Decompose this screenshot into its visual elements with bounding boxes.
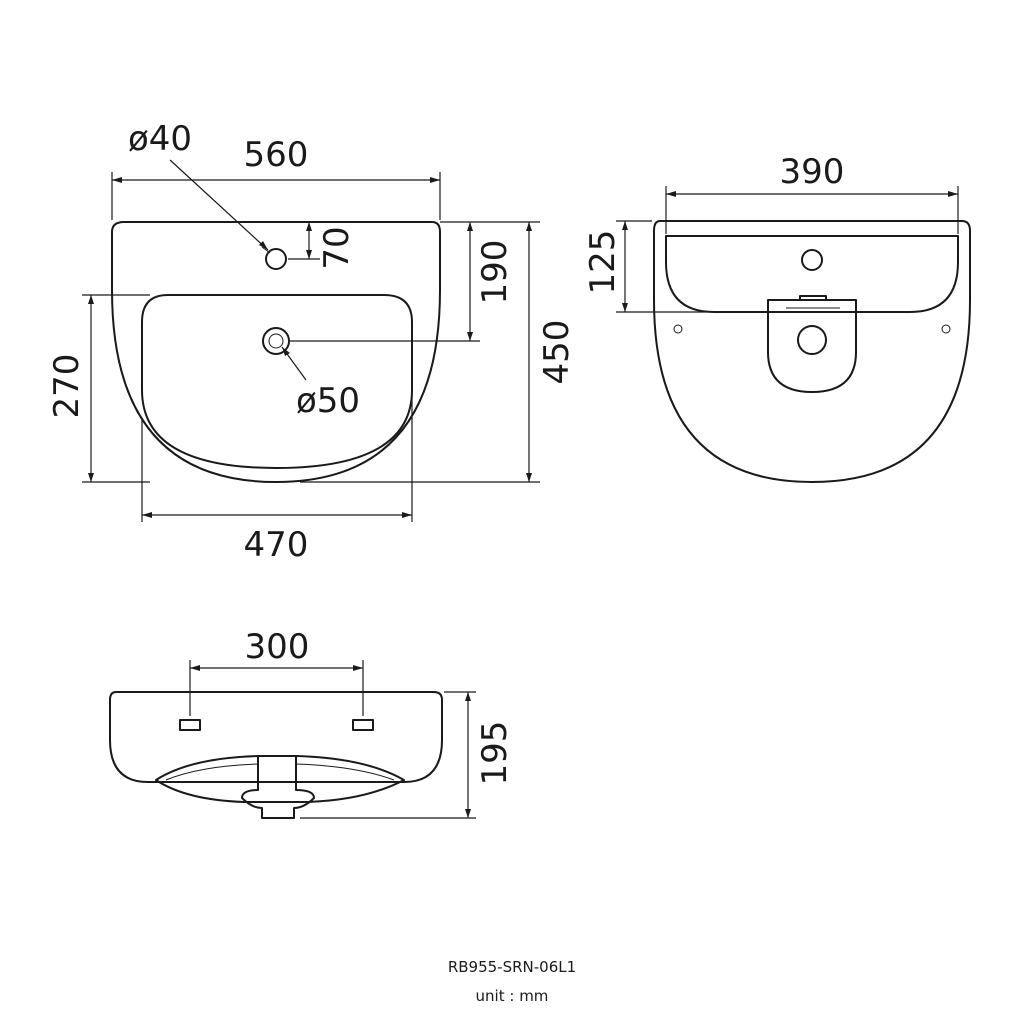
dim-tap-offset-label: 70	[317, 226, 357, 269]
dim-drain-label: ø50	[296, 381, 360, 421]
dim-bowl-depth-label: 270	[47, 354, 87, 419]
side-drain-spout	[241, 755, 315, 819]
overflow-trap	[767, 299, 857, 393]
rear-view	[653, 220, 971, 483]
dim-rear-width-label: 390	[780, 152, 845, 192]
dim-rear-width: 390	[665, 152, 959, 234]
dim-tap-to-drain: 190	[290, 221, 540, 342]
model-number: RB955-SRN-06L1	[447, 958, 577, 976]
bowl-outline	[141, 294, 413, 469]
side-mount-bracket-right	[352, 719, 374, 731]
dim-front-width-label: 560	[244, 135, 309, 175]
side-basin-curve	[155, 755, 405, 803]
top-view	[111, 221, 441, 483]
rear-mount-hole-left	[673, 324, 683, 334]
dim-bowl-width-label: 470	[244, 525, 309, 565]
rear-outer-outline	[653, 220, 971, 483]
dim-bowl-depth: 270	[47, 294, 150, 483]
drain-hole	[262, 327, 290, 355]
dim-tap-to-drain-label: 190	[475, 240, 515, 305]
dim-side-mount: 300	[189, 627, 364, 716]
rear-mount-hole-right	[941, 324, 951, 334]
dim-tap-offset: 70	[288, 221, 357, 270]
side-outer-outline	[109, 691, 443, 783]
rear-inner-outline	[665, 235, 959, 313]
dim-side-height-label: 195	[475, 721, 515, 786]
dim-tap-hole: ø40	[128, 119, 269, 251]
rear-drain-hole	[797, 325, 827, 355]
side-mount-bracket-left	[179, 719, 201, 731]
dim-total-depth: 450	[300, 222, 577, 483]
dim-drain: ø50	[281, 346, 360, 421]
basin-outer-outline	[111, 221, 441, 483]
rear-tap-hole	[801, 249, 823, 271]
dim-side-height: 195	[300, 691, 515, 819]
dim-rear-height-label: 125	[583, 230, 623, 295]
dim-front-width: 560	[111, 135, 441, 220]
dim-side-mount-label: 300	[245, 627, 310, 667]
unit-label: unit : mm	[475, 987, 549, 1005]
dim-rear-height: 125	[583, 220, 706, 313]
tap-hole	[261, 246, 287, 270]
dim-total-depth-label: 450	[537, 320, 577, 385]
side-view	[109, 691, 443, 819]
dim-tap-hole-label: ø40	[128, 119, 192, 159]
dim-bowl-width: 470	[141, 392, 413, 565]
